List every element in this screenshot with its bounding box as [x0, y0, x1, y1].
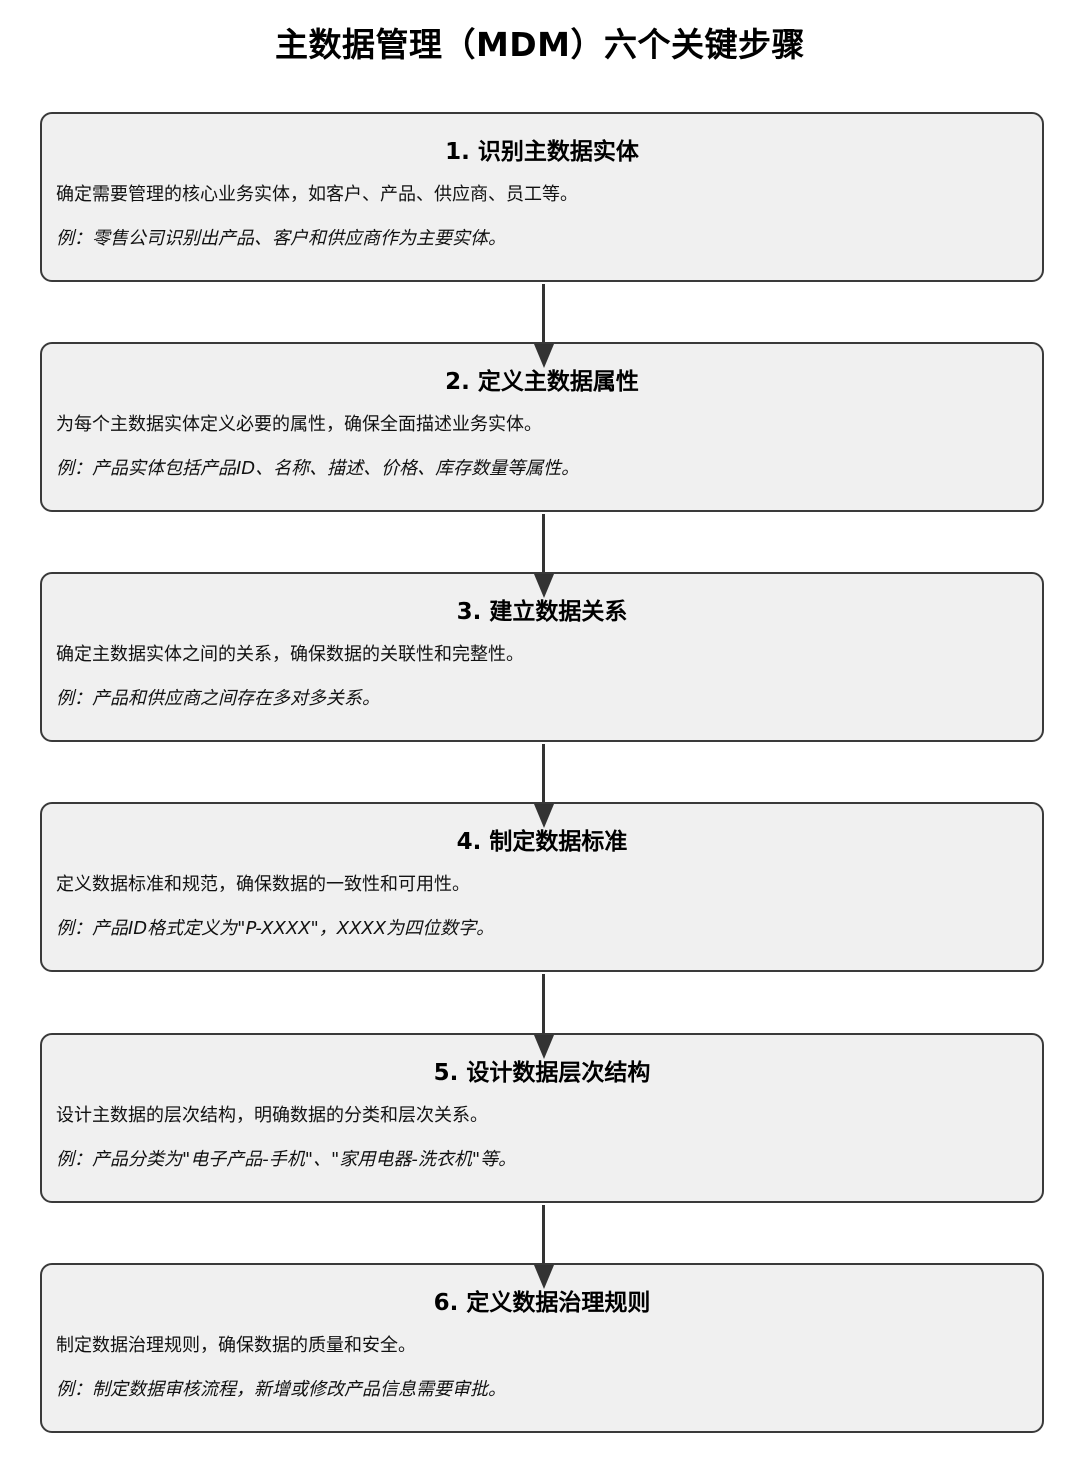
step-example: 例：零售公司识别出产品、客户和供应商作为主要实体。: [56, 228, 506, 249]
step-description: 定义数据标准和规范，确保数据的一致性和可用性。: [56, 874, 470, 895]
connector-arrow-line: [542, 1205, 545, 1267]
step-description: 确定主数据实体之间的关系，确保数据的关联性和完整性。: [56, 644, 524, 665]
step-box-1: 1. 识别主数据实体 确定需要管理的核心业务实体，如客户、产品、供应商、员工等。…: [40, 112, 1044, 282]
step-box-6: 6. 定义数据治理规则 制定数据治理规则，确保数据的质量和安全。 例：制定数据审…: [40, 1263, 1044, 1433]
step-box-5: 5. 设计数据层次结构 设计主数据的层次结构，明确数据的分类和层次关系。 例：产…: [40, 1033, 1044, 1203]
step-title: 5. 设计数据层次结构: [433, 1060, 651, 1086]
step-box-4: 4. 制定数据标准 定义数据标准和规范，确保数据的一致性和可用性。 例：产品ID…: [40, 802, 1044, 972]
arrow-down-icon: [534, 1265, 554, 1289]
step-example: 例：制定数据审核流程，新增或修改产品信息需要审批。: [56, 1379, 506, 1400]
step-description: 制定数据治理规则，确保数据的质量和安全。: [56, 1335, 416, 1356]
step-description: 为每个主数据实体定义必要的属性，确保全面描述业务实体。: [56, 414, 542, 435]
arrow-down-icon: [534, 574, 554, 598]
step-example: 例：产品分类为"电子产品-手机"、"家用电器-洗衣机"等。: [56, 1149, 517, 1170]
arrow-down-icon: [534, 804, 554, 828]
connector-arrow-line: [542, 514, 545, 576]
step-title: 3. 建立数据关系: [456, 599, 628, 625]
step-description: 确定需要管理的核心业务实体，如客户、产品、供应商、员工等。: [56, 184, 578, 205]
step-title: 1. 识别主数据实体: [445, 139, 639, 165]
arrow-down-icon: [534, 1035, 554, 1059]
connector-arrow-line: [542, 284, 545, 346]
step-title: 6. 定义数据治理规则: [433, 1290, 651, 1316]
diagram-title: 主数据管理（MDM）六个关键步骤: [274, 25, 806, 64]
step-box-2: 2. 定义主数据属性 为每个主数据实体定义必要的属性，确保全面描述业务实体。 例…: [40, 342, 1044, 512]
connector-arrow-line: [542, 744, 545, 806]
step-example: 例：产品实体包括产品ID、名称、描述、价格、库存数量等属性。: [56, 458, 580, 479]
step-example: 例：产品和供应商之间存在多对多关系。: [56, 688, 380, 709]
step-box-3: 3. 建立数据关系 确定主数据实体之间的关系，确保数据的关联性和完整性。 例：产…: [40, 572, 1044, 742]
step-title: 2. 定义主数据属性: [445, 369, 639, 395]
step-example: 例：产品ID格式定义为"P-XXXX"，XXXX为四位数字。: [56, 918, 495, 939]
step-description: 设计主数据的层次结构，明确数据的分类和层次关系。: [56, 1105, 488, 1126]
connector-arrow-line: [542, 974, 545, 1036]
step-title: 4. 制定数据标准: [456, 829, 628, 855]
arrow-down-icon: [534, 344, 554, 368]
